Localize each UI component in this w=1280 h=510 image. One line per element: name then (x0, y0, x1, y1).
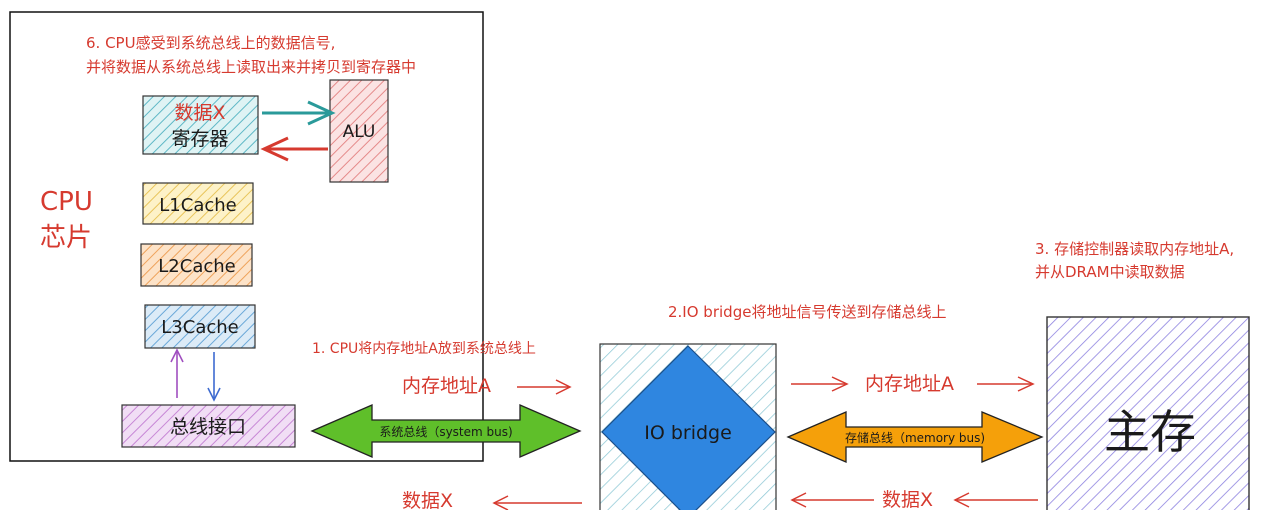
cpu-label: CPU (40, 187, 93, 217)
alu-to-register-arrow (260, 136, 328, 162)
data-right-arrow-2 (953, 492, 1038, 508)
l3-to-bus-arrow (207, 352, 221, 402)
cpu-chip-label: 芯片 (40, 223, 92, 253)
system-bus-arrow: 系统总线（system bus) (310, 404, 582, 458)
step1-label: 1. CPU将内存地址A放到系统总线上 (312, 341, 536, 357)
l1-cache-box: L1Cache (142, 182, 254, 225)
io-bridge-box: IO bridge (599, 343, 777, 510)
l2-cache-box: L2Cache (140, 243, 253, 287)
l1-cache-label: L1Cache (159, 195, 236, 216)
step6-line2: 并将数据从系统总线上读取出来并拷贝到寄存器中 (86, 58, 416, 76)
step2-label: 2.IO bridge将地址信号传送到存储总线上 (668, 303, 946, 321)
register-data-label: 数据X (174, 102, 225, 124)
data-left-arrow (492, 495, 582, 510)
data-x-right: 数据X (882, 489, 933, 510)
alu-box: ALU (329, 79, 389, 183)
register-label: 寄存器 (171, 128, 228, 150)
address-a-left: 内存地址A (402, 375, 491, 397)
data-right-arrow-1 (790, 492, 874, 508)
bus-interface-box: 总线接口 (121, 404, 296, 448)
step3-line2: 并从DRAM中读取数据 (1035, 263, 1185, 281)
memory-bus-label: 存储总线（memory bus) (845, 430, 985, 445)
address-a-right: 内存地址A (865, 373, 954, 395)
step3-line1: 3. 存储控制器读取内存地址A, (1035, 240, 1234, 258)
data-x-left: 数据X (402, 490, 453, 510)
bus-interface-label: 总线接口 (170, 416, 246, 438)
register-box: 数据X 寄存器 (142, 95, 259, 155)
cpu-chip-frame (9, 11, 484, 462)
bus-to-l3-arrow (170, 348, 184, 398)
register-to-alu-arrow (262, 100, 336, 126)
memory-bus-arrow: 存储总线（memory bus) (786, 411, 1044, 463)
address-right-arrow-1 (791, 376, 849, 392)
io-bridge-label: IO bridge (644, 422, 732, 444)
l2-cache-label: L2Cache (158, 256, 235, 277)
step6-line1: 6. CPU感受到系统总线上的数据信号, (86, 34, 335, 52)
address-left-arrow (517, 379, 572, 395)
system-bus-label: 系统总线（system bus) (379, 425, 512, 439)
alu-label: ALU (343, 122, 376, 142)
l3-cache-label: L3Cache (161, 317, 238, 338)
main-memory-box: 主存 (1046, 316, 1250, 510)
address-right-arrow-2 (977, 376, 1035, 392)
l3-cache-box: L3Cache (144, 304, 256, 349)
main-memory-label: 主存 (1104, 405, 1196, 459)
